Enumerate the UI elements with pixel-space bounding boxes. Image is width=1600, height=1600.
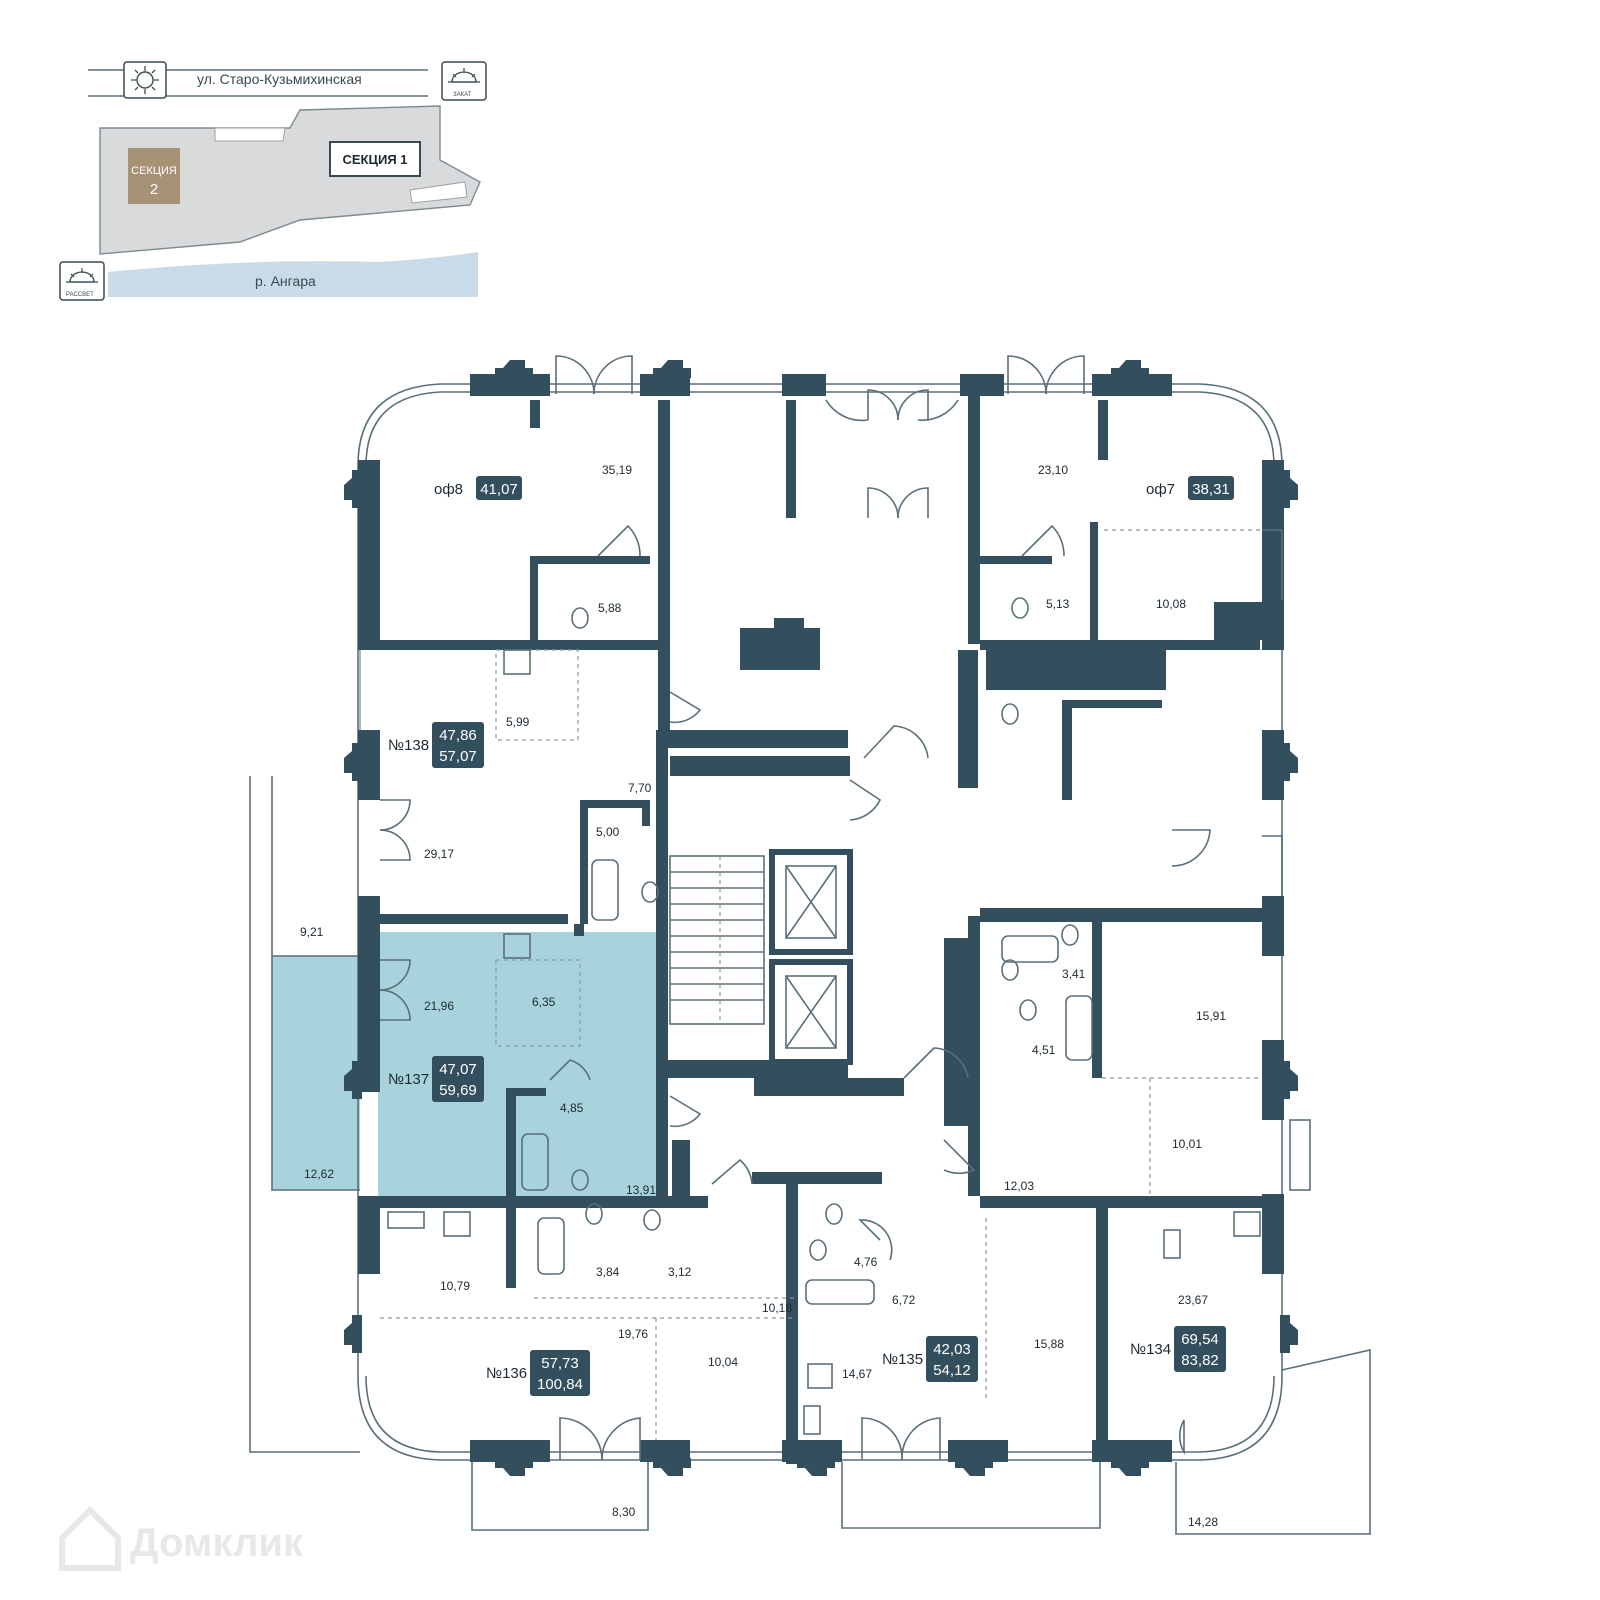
room-area: 12,62 — [304, 1167, 334, 1181]
room-area: 14,67 — [842, 1367, 872, 1381]
unit-area: 38,31 — [1192, 481, 1230, 498]
room-area: 3,84 — [596, 1265, 620, 1279]
unit-area: 41,07 — [480, 481, 518, 498]
room-area: 29,17 — [424, 847, 454, 861]
watermark: Домклик — [59, 1505, 304, 1571]
sun-icon — [136, 71, 154, 89]
sunset-icon — [451, 71, 477, 83]
room-areas: 35,19 5,88 23,10 5,13 10,08 5,99 7,70 5,… — [300, 463, 1226, 1529]
unit-138[interactable]: №138 47,86 57,07 — [388, 722, 484, 768]
window-lines — [359, 650, 1283, 1040]
section-1-label: СЕКЦИЯ 1 — [342, 152, 407, 167]
sunset-label: ЗАКАТ — [453, 92, 472, 98]
unit-total-area: 83,82 — [1181, 1352, 1219, 1369]
room-area: 3,12 — [668, 1265, 692, 1279]
elevators — [769, 849, 853, 1065]
unit-total-area: 59,69 — [439, 1082, 477, 1099]
room-area: 13,91 — [626, 1183, 656, 1197]
unit-of8[interactable]: оф8 41,07 — [434, 476, 522, 500]
sunset-icon-box: ЗАКАТ — [441, 61, 487, 101]
room-area: 4,51 — [1032, 1043, 1056, 1057]
unit-living-area: 47,07 — [439, 1061, 477, 1078]
unit-137-highlight[interactable] — [378, 932, 656, 1196]
unit-living-area: 42,03 — [933, 1341, 971, 1358]
room-area: 5,13 — [1046, 597, 1070, 611]
area-badge — [1174, 1326, 1226, 1372]
section-2-number: 2 — [150, 181, 158, 198]
room-area: 3,41 — [1062, 967, 1086, 981]
room-area: 12,03 — [1004, 1179, 1034, 1193]
unit-137[interactable]: №137 47,07 59,69 — [388, 1056, 484, 1102]
site-plan: ул. Старо-Кузьмихинская ЗАКАТ СЕКЦИЯ 2 С… — [59, 61, 487, 301]
sunrise-label: РАССВЕТ — [66, 292, 94, 298]
room-area: 4,85 — [560, 1101, 584, 1115]
sunrise-icon-box — [123, 61, 167, 99]
room-area: 21,96 — [424, 999, 454, 1013]
room-area: 6,35 — [532, 995, 556, 1009]
section-2-label: СЕКЦИЯ — [131, 165, 177, 177]
room-area: 14,28 — [1188, 1515, 1218, 1529]
unit-total-area: 57,07 — [439, 748, 477, 765]
room-area: 15,91 — [1196, 1009, 1226, 1023]
unit-labels: оф8 41,07 оф7 38,31 №138 47,86 57,07 №13… — [388, 476, 1234, 1396]
room-area: 8,30 — [612, 1505, 636, 1519]
room-area: 4,76 — [854, 1255, 878, 1269]
river-label: р. Ангара — [255, 273, 316, 289]
room-area: 35,19 — [602, 463, 632, 477]
room-area: 5,99 — [506, 715, 530, 729]
area-badge — [432, 1056, 484, 1102]
street-label: ул. Старо-Кузьмихинская — [197, 71, 362, 87]
room-area: 10,08 — [1156, 597, 1186, 611]
doors — [379, 355, 1283, 1461]
room-area: 10,01 — [1172, 1137, 1202, 1151]
balconies — [471, 1119, 1371, 1535]
area-badge — [926, 1336, 978, 1382]
section-2-highlight[interactable] — [128, 148, 180, 204]
room-area: 6,72 — [892, 1293, 916, 1307]
room-area: 15,88 — [1034, 1337, 1064, 1351]
zone-separators — [380, 529, 1262, 1440]
unit-137-terrace[interactable] — [272, 956, 360, 1190]
unit-136[interactable]: №136 57,73 100,84 — [486, 1350, 590, 1396]
unit-total-area: 100,84 — [537, 1376, 583, 1393]
room-area: 23,67 — [1178, 1293, 1208, 1307]
unit-living-area: 57,73 — [541, 1355, 579, 1372]
room-area: 9,21 — [300, 925, 324, 939]
room-area: 19,76 — [618, 1327, 648, 1341]
unit-135[interactable]: №135 42,03 54,12 — [882, 1336, 978, 1382]
room-area: 10,79 — [440, 1279, 470, 1293]
river — [108, 252, 478, 297]
watermark-text: Домклик — [130, 1521, 304, 1565]
area-badge — [530, 1350, 590, 1396]
area-badge — [432, 722, 484, 768]
unit-number: №135 — [882, 1351, 923, 1368]
sunrise-bottom-icon-box: РАССВЕТ — [59, 261, 105, 301]
house-logo-icon — [59, 1505, 121, 1571]
unit-number: оф7 — [1146, 481, 1175, 498]
room-area: 5,88 — [598, 601, 622, 615]
unit-number: оф8 — [434, 481, 463, 498]
building — [249, 355, 1371, 1535]
area-badge — [1188, 476, 1234, 500]
section-1-box[interactable] — [329, 141, 421, 177]
unit-of7[interactable]: оф7 38,31 — [1146, 476, 1234, 500]
unit-living-area: 47,86 — [439, 727, 477, 744]
unit-number: №137 — [388, 1071, 429, 1088]
unit-total-area: 54,12 — [933, 1362, 971, 1379]
room-area: 7,70 — [628, 781, 652, 795]
room-area: 10,04 — [708, 1355, 738, 1369]
room-area: 10,18 — [762, 1301, 792, 1315]
area-badge — [476, 476, 522, 500]
room-area: 23,10 — [1038, 463, 1068, 477]
sunrise-icon — [69, 271, 95, 283]
fixtures — [387, 597, 1261, 1435]
unit-number: №134 — [1130, 1341, 1171, 1358]
unit-number: №136 — [486, 1365, 527, 1382]
room-area: 5,00 — [596, 825, 620, 839]
unit-number: №138 — [388, 737, 429, 754]
unit-living-area: 69,54 — [1181, 1331, 1219, 1348]
staircase — [669, 855, 765, 1025]
unit-134[interactable]: №134 69,54 83,82 — [1130, 1326, 1226, 1372]
